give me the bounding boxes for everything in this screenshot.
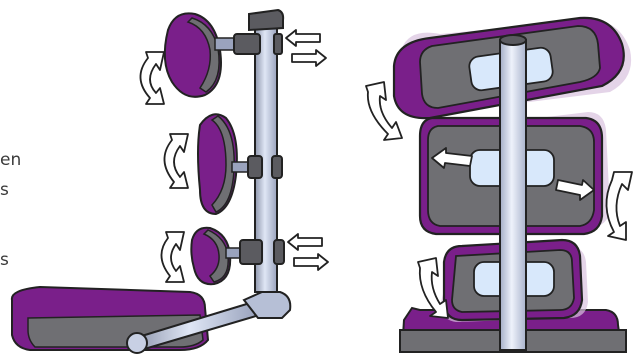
base-seat [12, 287, 208, 350]
curved-double-arrow-icon [161, 232, 184, 282]
back-view-pole [500, 35, 526, 350]
back-view-diagram [366, 18, 632, 352]
horizontal-double-arrow-icon [286, 30, 326, 66]
side-view-diagram [12, 10, 328, 353]
curved-double-arrow-icon [140, 52, 164, 104]
curved-double-arrow-icon [606, 172, 632, 240]
curved-double-arrow-icon [164, 134, 188, 188]
horizontal-double-arrow-icon [288, 234, 328, 270]
